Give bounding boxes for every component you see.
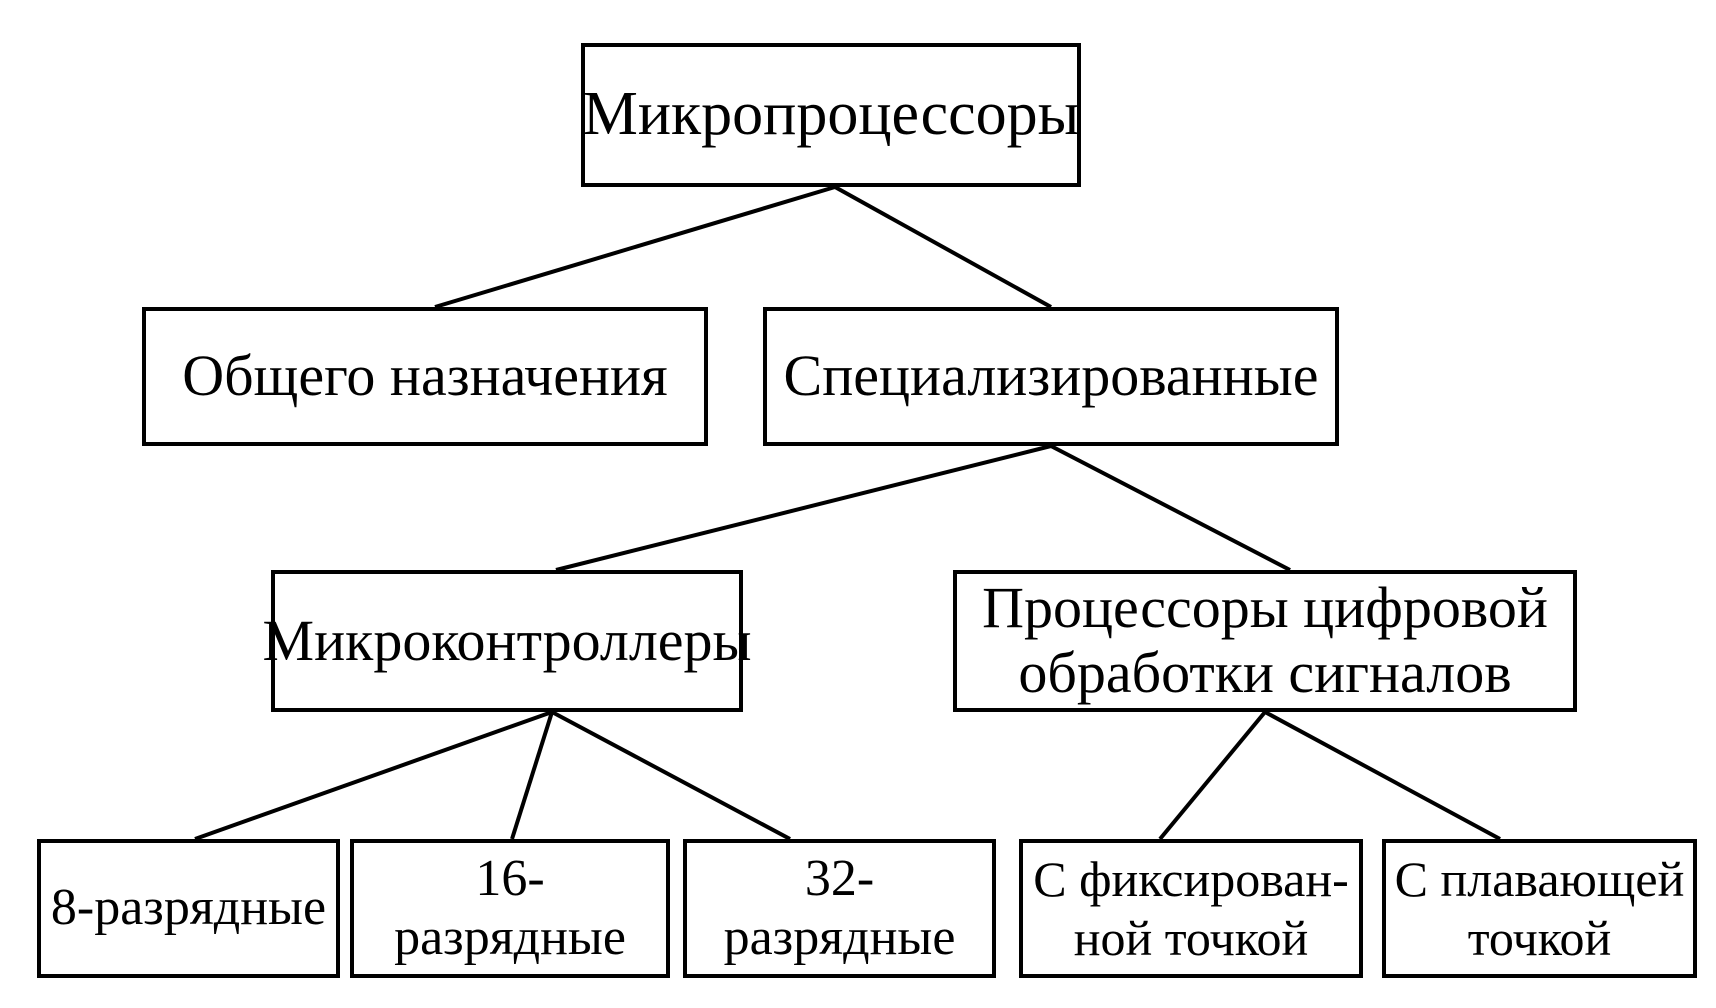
node-box-special[interactable]: Специализированные [763, 307, 1339, 446]
edge-dsp-to-float [1264, 710, 1501, 841]
node-box-float[interactable]: С плавающей точкой [1382, 839, 1697, 978]
node-box-root[interactable]: Микропроцессоры [581, 43, 1081, 187]
node-label-root: Микропроцессоры [582, 80, 1080, 149]
node-box-dsp[interactable]: Процессоры цифровой обработки сигналов [953, 570, 1577, 712]
edge-mcu-to-bit8 [194, 710, 553, 841]
edge-dsp-to-fixed [1158, 710, 1267, 841]
node-box-mcu[interactable]: Микроконтроллеры [263, 570, 751, 712]
node-label-bit16: 16-разрядные [394, 850, 626, 966]
node-box-general[interactable]: Общего назначения [142, 307, 708, 446]
node-label-dsp: Процессоры цифровой обработки сигналов [982, 575, 1548, 705]
node-label-bit32: 32-разрядные [723, 850, 956, 966]
node-label-float: С плавающей точкой [1394, 850, 1685, 966]
node-box-fixed[interactable]: С фиксирован- ной точкой [1019, 839, 1363, 978]
node-box-bit8[interactable]: 8-разрядные [37, 839, 340, 978]
node-label-mcu: Микроконтроллеры [262, 607, 752, 673]
node-label-general: Общего назначения [182, 343, 668, 409]
edge-root-to-general [434, 185, 836, 309]
node-label-special: Специализированные [783, 343, 1319, 409]
node-box-bit32[interactable]: 32-разрядные [683, 839, 996, 978]
edge-mcu-to-bit16 [510, 711, 554, 840]
node-label-fixed: С фиксирован- ной точкой [1033, 850, 1349, 966]
node-box-bit16[interactable]: 16-разрядные [350, 839, 670, 978]
node-label-bit8: 8-разрядные [50, 879, 327, 937]
edge-special-to-mcu [555, 444, 1052, 572]
edge-mcu-to-bit32 [551, 710, 791, 841]
edge-root-to-special [834, 185, 1052, 309]
edge-special-to-dsp [1050, 444, 1291, 572]
